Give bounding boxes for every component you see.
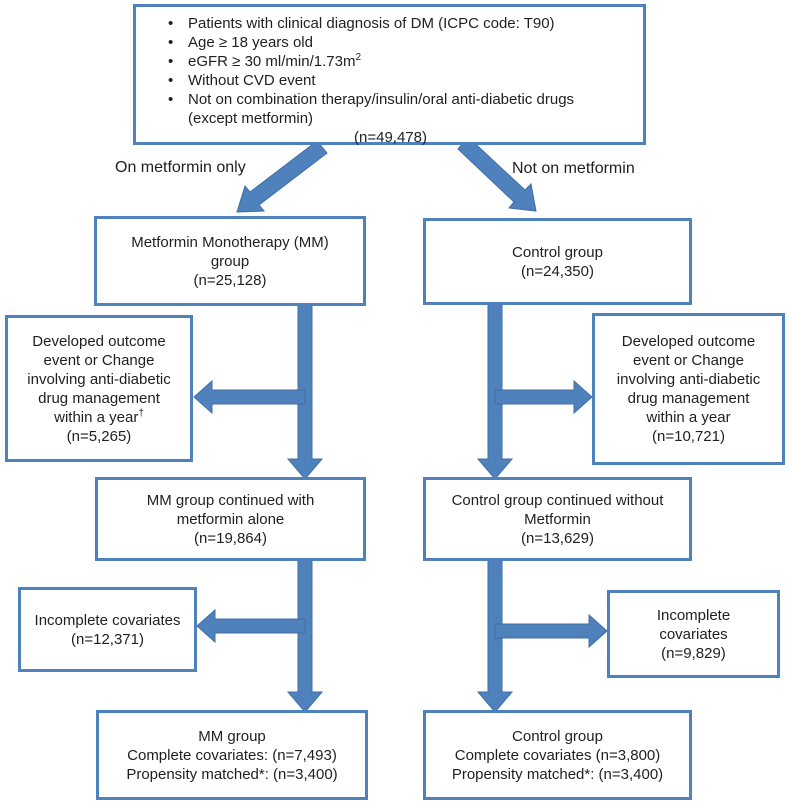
criteria-item: • Not on combination therapy/insulin/ora… (168, 91, 575, 108)
bullet-icon: • (168, 34, 174, 51)
control-excluded-box: Developed outcome event or Change involv… (592, 313, 785, 465)
branch-label-not-on-metformin: Not on metformin (512, 160, 635, 177)
criteria-item: • Age ≥ 18 years old (168, 34, 313, 51)
dagger-footnote-mark: † (138, 407, 144, 419)
control-final-box: Control group Complete covariates (n=3,8… (423, 710, 692, 800)
arrow-mm-continued-to-final-vertical (286, 559, 324, 713)
bullet-icon: • (168, 91, 174, 108)
arrow-control-excluded-branch (494, 379, 593, 415)
control-group-box: Control group (n=24,350) (423, 218, 692, 305)
criteria-item: • Without CVD event (168, 72, 316, 89)
criteria-item: • Patients with clinical diagnosis of DM… (168, 15, 555, 32)
arrow-mm-incomplete-branch (196, 608, 306, 644)
mm-final-box: MM group Complete covariates: (n=7,493) … (96, 710, 368, 800)
criteria-item-continuation: (except metformin) (146, 109, 635, 128)
mm-excluded-box: Developed outcome event or Change involv… (5, 315, 193, 462)
branch-label-on-metformin: On metformin only (115, 159, 246, 176)
bullet-icon: • (168, 72, 174, 89)
arrow-top-to-mm-diagonal (236, 140, 328, 213)
excluded-count: (n=5,265) (66, 427, 132, 445)
cohort-count: (n=49,478) (354, 129, 427, 146)
control-continued-box: Control group continued without Metformi… (423, 477, 692, 561)
control-incomplete-covariates-box: Incomplete covariates (n=9,829) (607, 590, 780, 678)
mm-continued-box: MM group continued with metformin alone … (95, 477, 366, 561)
arrow-control-incomplete-branch (494, 613, 608, 649)
bullet-icon: • (168, 15, 174, 32)
bullet-icon: • (168, 53, 174, 70)
arrow-mm-excluded-branch (193, 379, 306, 415)
criteria-item: • eGFR ≥ 30 ml/min/1.73m2 (168, 52, 362, 71)
mm-group-box: Metformin Monotherapy (MM) group (n=25,1… (94, 216, 366, 306)
excluded-count: (n=10,721) (652, 428, 725, 445)
arrow-control-to-continued-vertical (476, 303, 514, 480)
arrow-mm-to-continued-vertical (286, 304, 324, 480)
mm-incomplete-covariates-box: Incomplete covariates (n=12,371) (18, 587, 197, 672)
inclusion-criteria-box: • Patients with clinical diagnosis of DM… (133, 4, 646, 146)
arrow-control-continued-to-final-vertical (476, 559, 514, 713)
bullet-spacer (168, 109, 188, 128)
